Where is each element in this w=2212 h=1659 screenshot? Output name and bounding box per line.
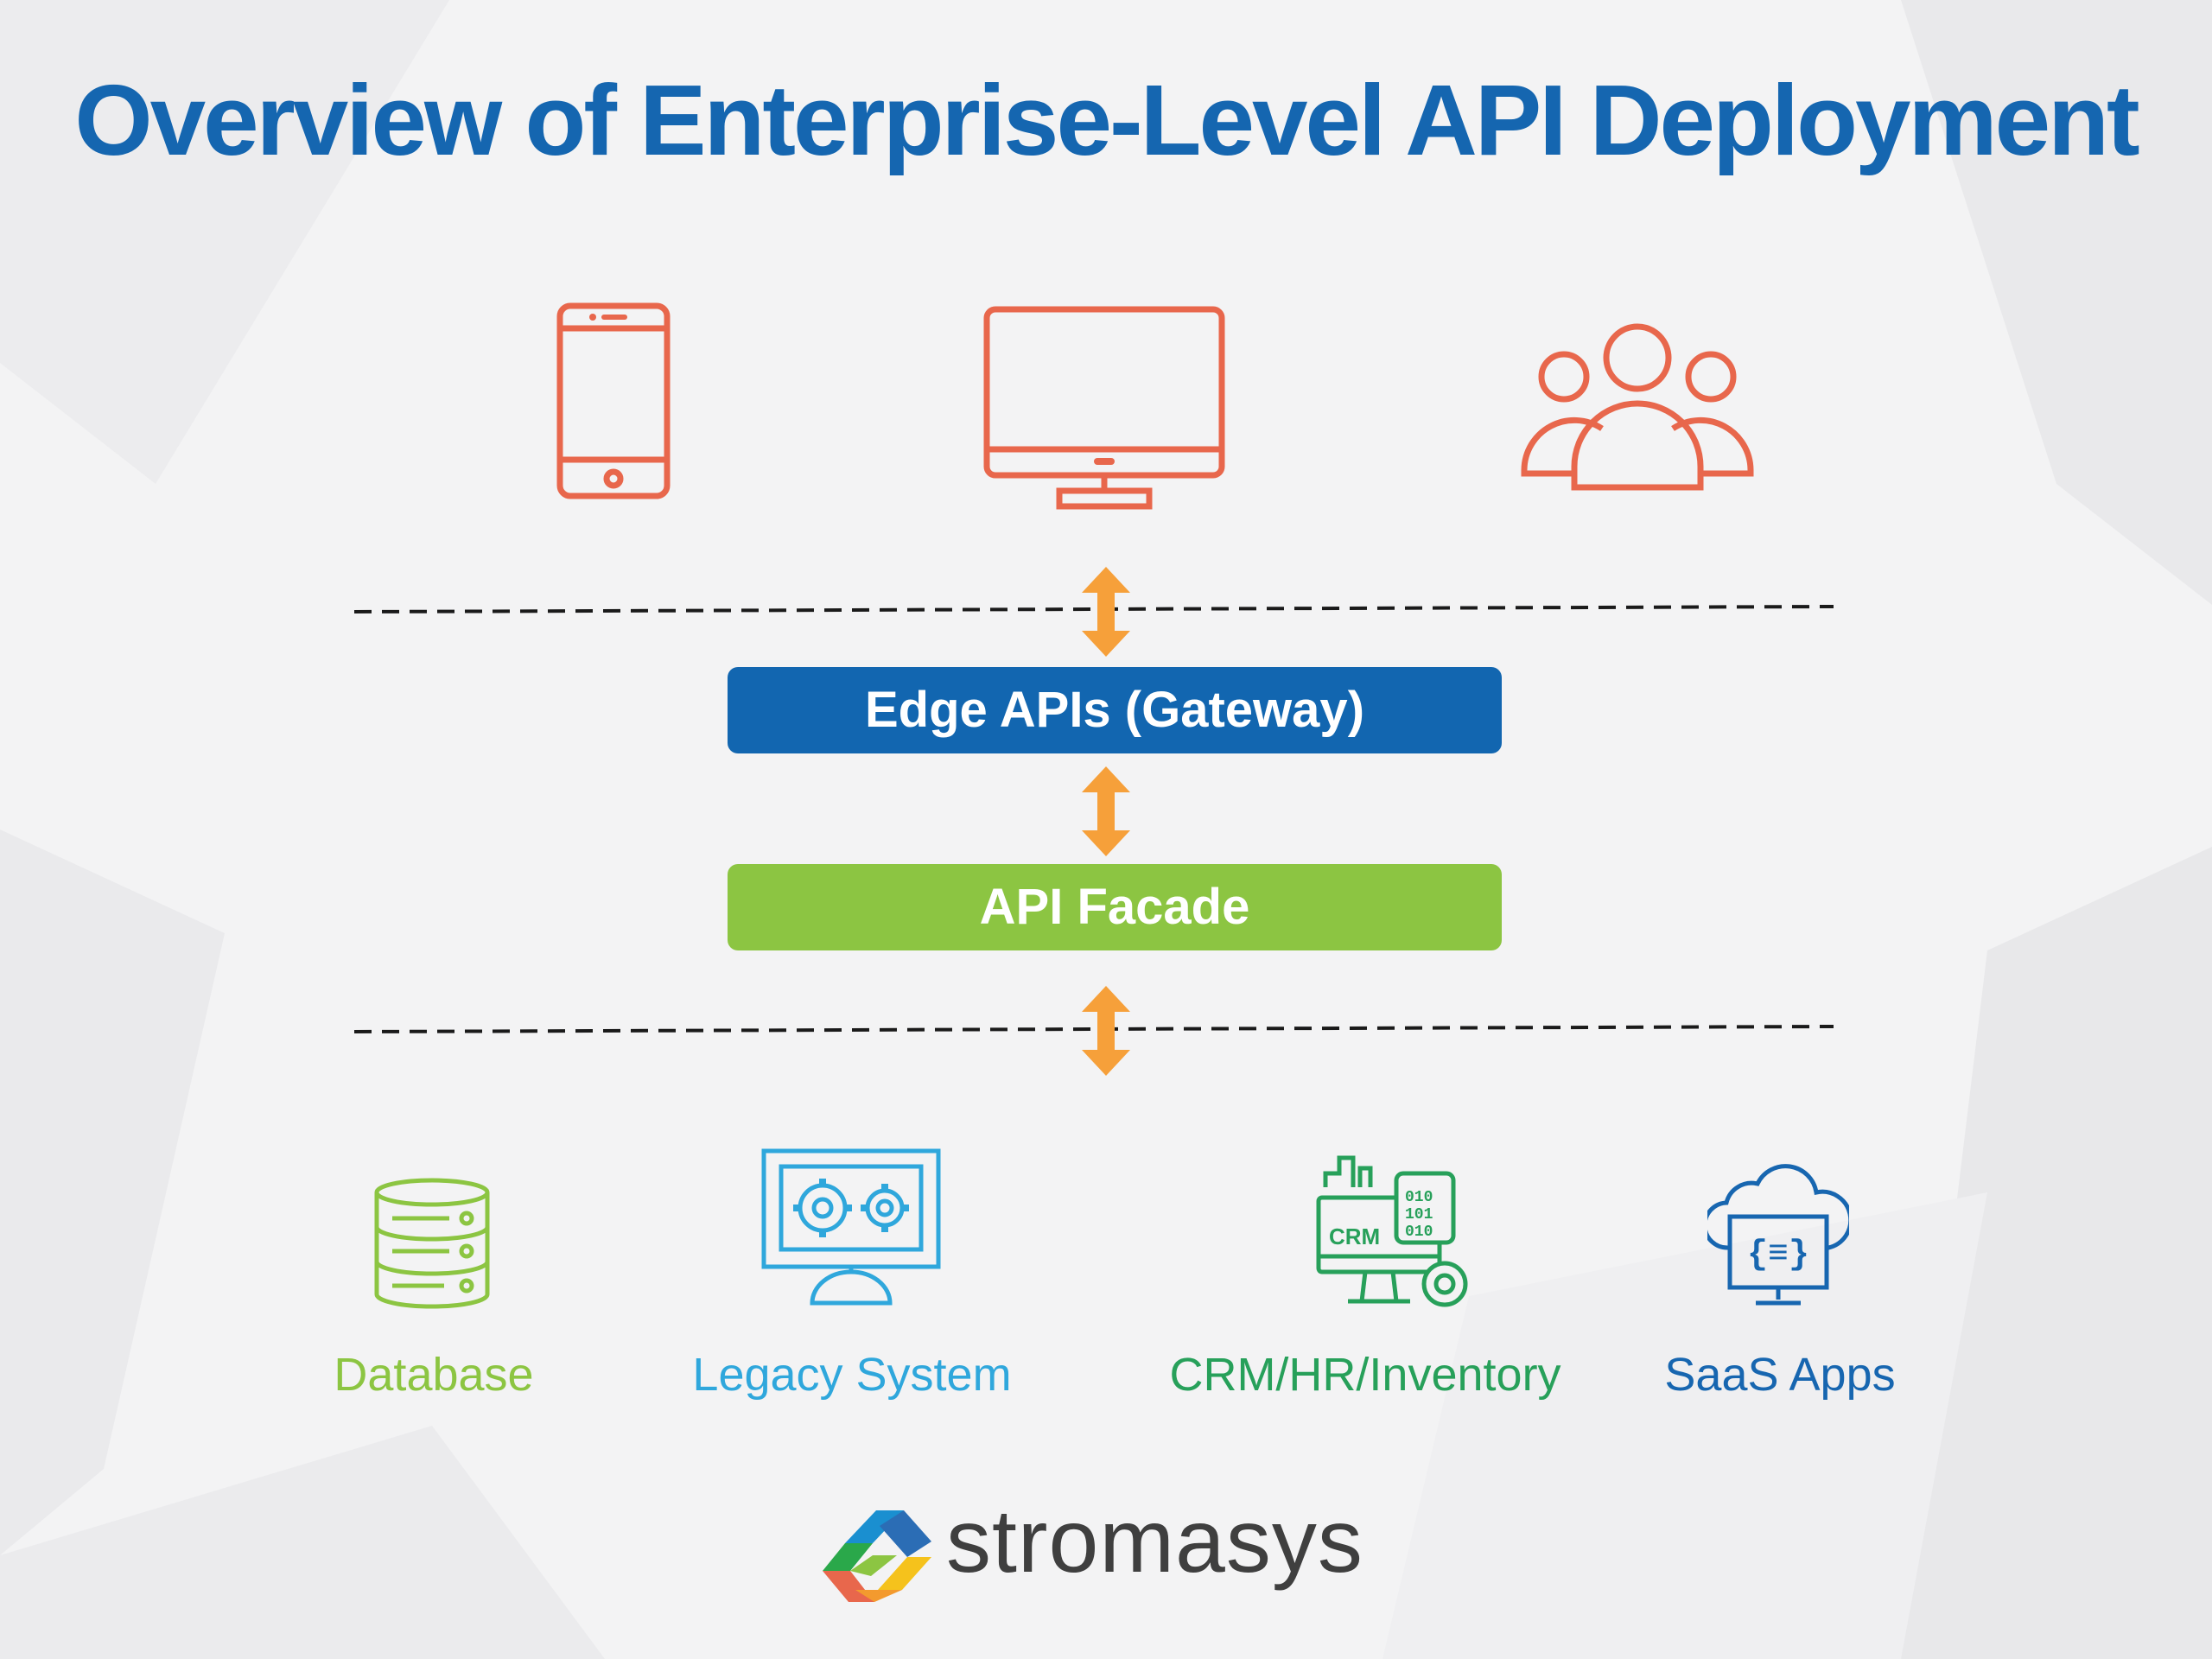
svg-text:010: 010	[1405, 1224, 1433, 1241]
database-icon	[374, 1178, 490, 1309]
users-group-icon	[1521, 323, 1754, 491]
crm-hr-inventory-label: CRM/HR/Inventory	[1169, 1349, 1561, 1401]
desktop-monitor-icon	[983, 306, 1225, 510]
separator-dashed-line-top	[354, 605, 1834, 613]
bidirectional-arrow-icon	[1082, 766, 1130, 856]
svg-text:{≡}: {≡}	[1747, 1236, 1809, 1274]
bidirectional-arrow-icon	[1082, 986, 1130, 1076]
saas-cloud-icon: {≡}	[1707, 1164, 1849, 1306]
legacy-system-icon	[761, 1148, 941, 1306]
page-title: Overview of Enterprise-Level API Deploym…	[74, 64, 2139, 176]
bidirectional-arrow-icon	[1082, 567, 1130, 657]
svg-text:101: 101	[1405, 1206, 1433, 1224]
edge-apis-gateway-box: Edge APIs (Gateway)	[728, 667, 1502, 753]
stromasys-logo-icon	[823, 1510, 931, 1602]
saas-apps-label: SaaS Apps	[1664, 1349, 1896, 1401]
legacy-system-label: Legacy System	[692, 1349, 1012, 1401]
svg-text:010: 010	[1405, 1189, 1433, 1206]
database-label: Database	[334, 1349, 534, 1401]
smartphone-icon	[556, 302, 671, 499]
crm-icon: CRM 010 101 010	[1316, 1155, 1468, 1307]
svg-text:CRM: CRM	[1329, 1224, 1380, 1249]
brand-name: stromasys	[946, 1491, 1363, 1592]
api-facade-box: API Facade	[728, 864, 1502, 950]
separator-dashed-line-bottom	[354, 1025, 1834, 1033]
